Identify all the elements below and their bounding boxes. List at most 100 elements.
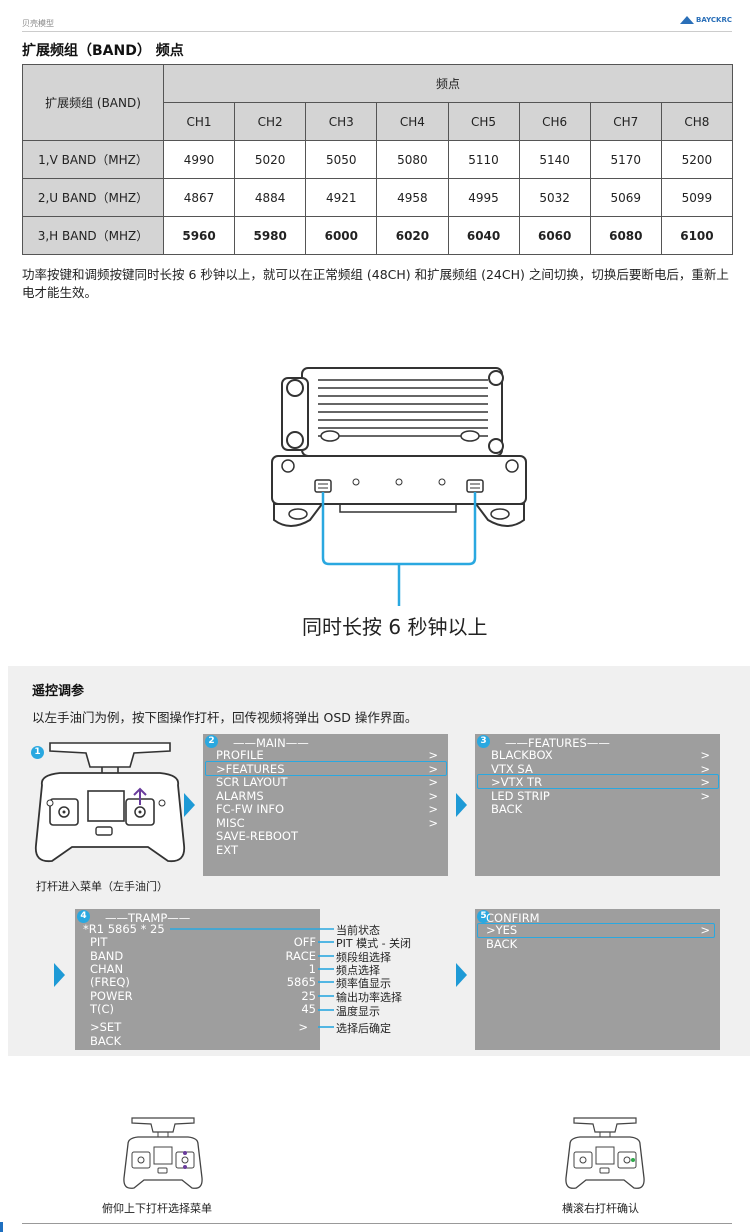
band-name-cell: 3,H BAND（MHZ）: [22, 216, 164, 255]
osd-menu-value: OFF: [293, 935, 316, 949]
osd-menu-value: >: [298, 1020, 308, 1034]
osd-menu-label: EXT: [216, 842, 238, 857]
osd-menu-label: BLACKBOX: [491, 748, 553, 762]
remote-section-title: 遥控调参: [32, 684, 85, 699]
osd-menu-item[interactable]: VTX SA>: [475, 761, 720, 776]
osd-main-menu: 2 ——MAIN—— PROFILE>>FEATURES>SCR LAYOUT>…: [203, 734, 448, 876]
tramp-annotation: 选择后确定: [336, 1022, 391, 1035]
osd-menu-item[interactable]: SAVE-REBOOT: [203, 830, 448, 843]
osd-menu-item[interactable]: (FREQ)5865: [75, 976, 320, 989]
osd-menu-label: >FEATURES: [216, 761, 285, 776]
osd-menu-label: SAVE-REBOOT: [216, 829, 298, 843]
osd-menu-label: POWER: [90, 989, 133, 1003]
step-4-badge: 4: [77, 910, 90, 923]
chevron-right-icon: >: [700, 748, 710, 762]
osd-menu-value: 45: [301, 1002, 316, 1016]
osd-menu-label: BACK: [90, 1034, 122, 1048]
tramp-annotation: 输出功率选择: [336, 991, 402, 1004]
chevron-right-icon: >: [700, 775, 710, 789]
osd-menu-item[interactable]: CHAN 1: [75, 963, 320, 976]
osd-menu-item[interactable]: EXT: [203, 842, 448, 857]
osd-menu-value: 1: [308, 962, 316, 976]
osd-menu-label: >VTX TR: [491, 775, 543, 789]
header-divider: [22, 31, 732, 32]
osd-menu-item[interactable]: >YES>: [475, 924, 720, 937]
osd-menu-item[interactable]: PIT OFF: [75, 936, 320, 949]
step-3-badge: 3: [477, 735, 490, 748]
chevron-right-icon: >: [428, 788, 438, 803]
tramp-annotation-lines: [170, 928, 334, 1028]
osd-menu-value: 25: [301, 989, 316, 1003]
osd-menu-item[interactable]: SCR LAYOUT>: [203, 776, 448, 789]
frequency-cell: 6060: [518, 216, 591, 255]
osd-menu-item[interactable]: MISC>: [203, 816, 448, 830]
channel-header-cell: CH7: [589, 102, 662, 141]
osd-menu-item[interactable]: BACK: [75, 1035, 320, 1048]
frequency-cell: 4921: [305, 178, 378, 217]
row-header-cell: 扩展频组 (BAND): [22, 64, 164, 141]
tramp-annotation: 频点选择: [336, 964, 380, 977]
osd-features-menu: 3 ——FEATURES—— BLACKBOX>VTX SA>>VTX TR>L…: [475, 734, 720, 876]
osd-menu-item[interactable]: T(C) 45: [75, 1003, 320, 1016]
osd-menu-label: BAND: [90, 949, 124, 963]
osd-menu-label: VTX SA: [491, 761, 533, 776]
channel-header-cell: CH4: [376, 102, 449, 141]
frequency-cell: 5050: [305, 140, 378, 179]
freq-header-cell: 频点: [163, 64, 733, 103]
osd-menu-item[interactable]: BACK: [475, 803, 720, 816]
tramp-annotation: 当前状态: [336, 924, 380, 937]
osd-menu-item[interactable]: >SET >: [75, 1021, 320, 1034]
channel-header-cell: CH5: [447, 102, 520, 141]
brand-logo: BAYCKRC: [680, 16, 732, 24]
step1-caption: 打杆进入菜单（左手油门）: [36, 880, 168, 893]
osd-confirm-title: CONFIRM: [486, 911, 540, 925]
osd-menu-label: BACK: [491, 802, 523, 816]
osd-menu-label: >SET: [90, 1020, 122, 1034]
switch-note: 功率按键和调频按键同时长按 6 秒钟以上，就可以在正常频组 (48CH) 和扩展…: [22, 267, 729, 300]
section-title: 扩展频组（BAND） 频点: [22, 43, 184, 59]
frequency-cell: 5140: [518, 140, 591, 179]
osd-tramp-title: ——TRAMP——: [105, 911, 191, 925]
osd-menu-item[interactable]: FC-FW INFO>: [203, 803, 448, 816]
osd-main-title: ——MAIN——: [233, 736, 309, 750]
osd-menu-item[interactable]: BACK: [475, 936, 720, 951]
osd-menu-item[interactable]: BLACKBOX >: [475, 749, 720, 762]
channel-header-cell: CH3: [305, 102, 378, 141]
osd-menu-item[interactable]: >FEATURES>: [203, 761, 448, 776]
frequency-cell: 4990: [162, 140, 236, 179]
osd-menu-label: T(C): [90, 1002, 115, 1016]
chevron-right-icon: >: [428, 748, 438, 762]
osd-menu-label: PROFILE: [216, 748, 264, 762]
osd-menu-item[interactable]: POWER 25: [75, 990, 320, 1003]
tramp-annotation: 频段组选择: [336, 951, 391, 964]
osd-menu-label: CHAN: [90, 962, 124, 976]
chevron-right-icon: >: [428, 775, 438, 789]
frequency-cell: 4995: [447, 178, 520, 217]
osd-menu-item[interactable]: LED STRIP>: [475, 789, 720, 803]
osd-menu-item[interactable]: PROFILE >: [203, 749, 448, 762]
frequency-cell: 5170: [589, 140, 662, 179]
osd-menu-item[interactable]: >VTX TR >: [475, 776, 720, 789]
frequency-cell: 6100: [660, 216, 734, 255]
frequency-cell: 6040: [447, 216, 520, 255]
frequency-cell: 5080: [376, 140, 449, 179]
band-name-cell: 1,V BAND（MHZ）: [22, 140, 164, 179]
osd-menu-item[interactable]: ALARMS>: [203, 788, 448, 803]
remote-section-desc: 以左手油门为例，按下图操作打杆，回传视频将弹出 OSD 操作界面。: [32, 710, 418, 725]
osd-menu-label: BACK: [486, 936, 518, 951]
osd-menu-value: 5865: [286, 975, 316, 989]
frequency-cell: 5200: [660, 140, 734, 179]
controller-roll-icon: [565, 1117, 645, 1189]
channel-header-cell: CH1: [162, 102, 236, 141]
osd-main-highlight: [205, 761, 447, 776]
osd-menu-label: PIT: [90, 935, 108, 949]
controller-step1-icon: [34, 742, 186, 863]
frequency-cell: 4958: [376, 178, 449, 217]
frequency-cell: 5960: [162, 216, 236, 255]
tramp-annotation: 频率值显示: [336, 977, 391, 990]
